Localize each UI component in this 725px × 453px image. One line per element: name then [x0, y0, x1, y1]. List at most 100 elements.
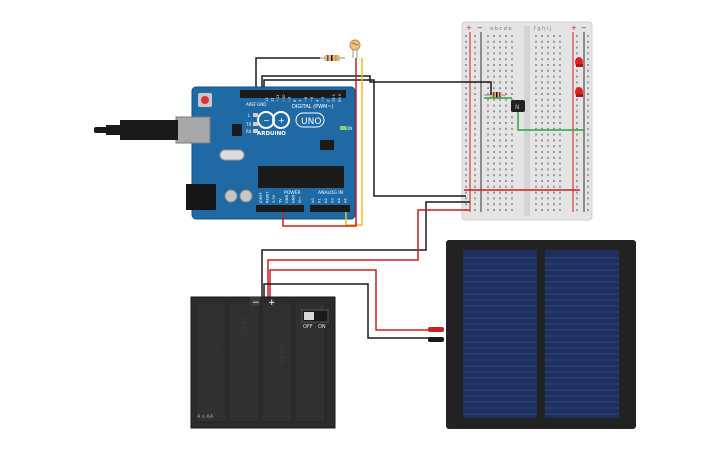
breadboard-hole	[487, 64, 489, 66]
breadboard-hole	[587, 69, 589, 72]
breadboard-hole	[487, 46, 489, 49]
breadboard-hole	[541, 197, 543, 200]
pin-label: ~6	[304, 96, 308, 102]
breadboard-hole	[559, 197, 561, 200]
breadboard-hole	[553, 139, 555, 142]
capacitor-1	[224, 189, 238, 203]
breadboard-hole	[474, 127, 476, 130]
breadboard-hole	[587, 174, 589, 177]
breadboard-hole	[511, 52, 513, 55]
breadboard-hole	[576, 69, 578, 72]
breadboard-hole	[553, 151, 555, 153]
breadboard-hole	[493, 180, 495, 182]
breadboard-hole	[465, 162, 467, 165]
breadboard-hole	[541, 151, 543, 153]
breadboard-hole	[535, 174, 537, 177]
breadboard-hole	[535, 93, 537, 95]
breadboard-hole	[535, 87, 537, 90]
breadboard-hole	[535, 191, 537, 194]
breadboard-hole	[587, 98, 589, 101]
pin-label: ~3	[321, 97, 325, 102]
breadboard-hole	[535, 81, 537, 84]
capacitor-2	[239, 189, 253, 203]
breadboard-hole	[547, 168, 549, 171]
aref-label: AREF	[246, 102, 257, 107]
usb-cable	[94, 120, 178, 140]
analog-header	[310, 205, 350, 212]
breadboard-hole	[535, 209, 537, 211]
breadboard-hole	[499, 168, 501, 171]
breadboard-hole	[553, 197, 555, 200]
breadboard-hole	[493, 52, 495, 55]
breadboard-hole	[474, 69, 476, 72]
breadboard-hole	[511, 35, 513, 37]
breadboard-hole	[547, 35, 549, 37]
breadboard-hole	[587, 145, 589, 148]
breadboard-hole	[553, 104, 555, 107]
breadboard-hole	[553, 156, 555, 159]
breadboard-hole	[576, 203, 578, 206]
breadboard-hole	[559, 122, 561, 124]
pin-label: 8	[293, 99, 297, 102]
breadboard-hole	[505, 151, 507, 153]
breadboard-hole	[541, 52, 543, 55]
breadboard-hole	[576, 162, 578, 165]
breadboard-hole	[474, 110, 476, 113]
breadboard-hole	[587, 162, 589, 165]
breadboard-hole	[547, 127, 549, 130]
breadboard-hole	[547, 162, 549, 165]
breadboard-hole	[541, 139, 543, 142]
breadboard-hole	[576, 40, 578, 43]
breadboard-hole	[553, 127, 555, 130]
breadboard-hole	[505, 180, 507, 182]
breadboard-hole	[547, 133, 549, 136]
breadboard-hole	[505, 58, 507, 61]
breadboard-hole	[559, 127, 561, 130]
breadboard-hole	[547, 98, 549, 101]
breadboard-hole	[499, 151, 501, 153]
breadboard-hole	[487, 127, 489, 130]
breadboard-hole	[493, 69, 495, 72]
breadboard-hole	[576, 81, 578, 84]
breadboard-hole	[547, 197, 549, 200]
pin-label: 2	[327, 100, 331, 102]
breadboard-hole	[505, 185, 507, 188]
battery-cell-text-1: 1.5V AA	[212, 340, 219, 365]
pin-label: 4	[315, 99, 319, 102]
breadboard-hole	[505, 93, 507, 95]
breadboard-hole	[559, 81, 561, 84]
breadboard-hole	[505, 116, 507, 119]
svg-text:+: +	[278, 116, 285, 125]
breadboard-hole	[474, 203, 476, 206]
breadboard-hole	[541, 110, 543, 113]
breadboard-hole	[487, 75, 489, 78]
breadboard-hole	[474, 156, 476, 159]
breadboard-hole	[547, 40, 549, 43]
solar-panel-left-array	[463, 250, 537, 418]
breadboard-hole	[465, 197, 467, 200]
breadboard-hole	[511, 162, 513, 165]
breadboard-hole	[541, 127, 543, 130]
breadboard-hole	[487, 35, 489, 37]
breadboard-hole	[535, 162, 537, 165]
breadboard-hole	[559, 110, 561, 113]
breadboard-hole	[505, 81, 507, 84]
breadboard-hole	[465, 151, 467, 153]
led-1	[575, 57, 583, 67]
breadboard-hole	[541, 98, 543, 101]
breadboard-hole	[547, 209, 549, 211]
breadboard-hole	[499, 139, 501, 142]
breadboard-hole	[505, 64, 507, 66]
breadboard-hole	[465, 98, 467, 101]
breadboard-hole	[547, 52, 549, 55]
breadboard-hole	[541, 46, 543, 49]
breadboard-hole	[587, 75, 589, 78]
breadboard-hole	[511, 168, 513, 171]
breadboard-hole	[547, 46, 549, 49]
breadboard-hole	[535, 203, 537, 206]
breadboard-hole	[474, 209, 476, 211]
breadboard: + − a b c d e f g h i j + −	[461, 21, 593, 221]
svg-text:N: N	[515, 104, 520, 111]
